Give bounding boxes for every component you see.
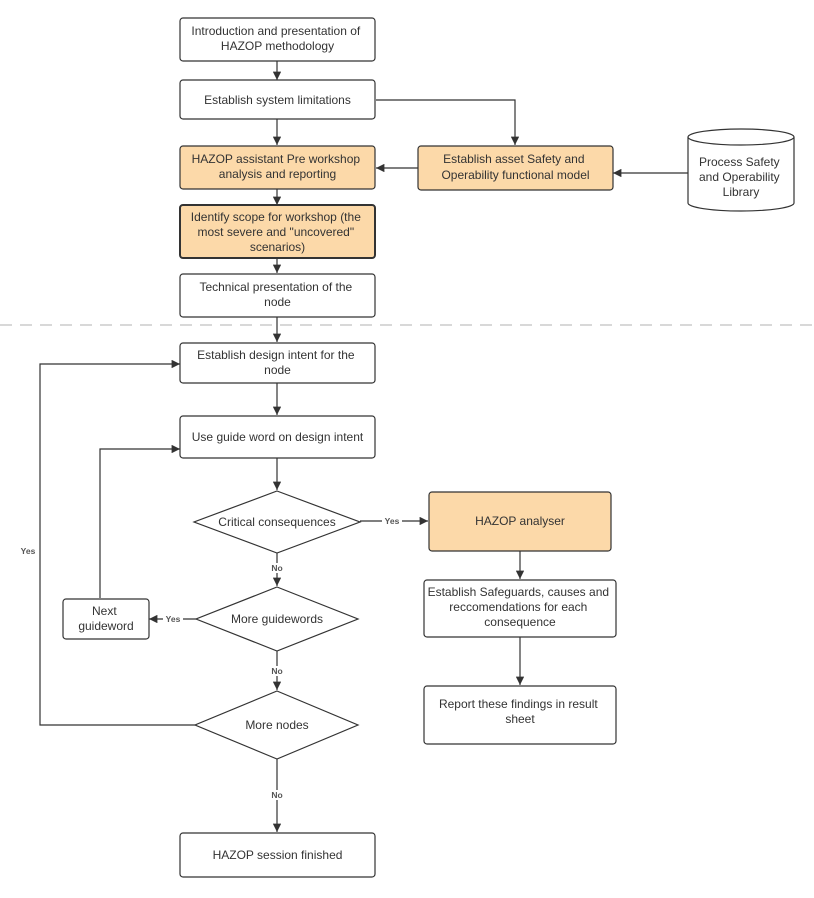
svg-text:More guidewords: More guidewords bbox=[231, 612, 323, 626]
svg-text:Process Safety and Opera: Process Safety and Operability Library bbox=[699, 155, 783, 199]
label-nodes-no: No bbox=[271, 790, 282, 800]
node-more-guidewords-decision: More guidewords bbox=[194, 586, 360, 652]
svg-text:Establish system limitations: Establish system limitations bbox=[204, 93, 351, 107]
node-library-line: Process Safety bbox=[699, 155, 780, 169]
node-intro-line: HAZOP methodology bbox=[221, 39, 334, 53]
svg-text:HAZOP session finished: HAZOP session finished bbox=[213, 848, 343, 862]
node-asset-model-line: Operability functional model bbox=[441, 168, 589, 182]
node-more-guidewords-line: More guidewords bbox=[231, 612, 323, 626]
label-guidewords-no: No bbox=[271, 666, 282, 676]
node-report-line: sheet bbox=[505, 712, 535, 726]
node-safeguards-line: Establish Safeguards, causes and bbox=[428, 585, 609, 599]
node-assistant-line: HAZOP assistant Pre workshop bbox=[192, 152, 361, 166]
node-scope-line: Identify scope for workshop (the bbox=[191, 210, 361, 224]
edge-next-guideword-to-guide-word bbox=[99, 444, 180, 598]
node-finished-line: HAZOP session finished bbox=[213, 848, 343, 862]
node-library-line: and Operability bbox=[699, 170, 780, 184]
svg-text:Report these findings in resul: Report these findings in result sheet bbox=[439, 697, 601, 726]
node-finished: HAZOP session finished bbox=[179, 832, 376, 878]
node-safeguards-line: reccomendations for each bbox=[449, 600, 587, 614]
node-safeguards: Establish Safeguards, causes and reccome… bbox=[423, 579, 617, 638]
node-analyser-line: HAZOP analyser bbox=[475, 514, 565, 528]
node-critical-decision: Critical consequences bbox=[192, 490, 362, 554]
node-more-nodes-decision: More nodes bbox=[193, 690, 360, 760]
node-next-guideword: Next guideword bbox=[62, 598, 150, 640]
node-design-intent-line: Establish design intent for the bbox=[197, 348, 355, 362]
label-critical-no: No bbox=[271, 563, 282, 573]
node-critical-line: Critical consequences bbox=[218, 515, 335, 529]
node-next-guideword-line: Next bbox=[92, 604, 117, 618]
node-scope-line: most severe and "uncovered" bbox=[198, 225, 355, 239]
node-next-guideword-line: guideword bbox=[78, 619, 133, 633]
svg-text:Introduction and presentation: Introduction and presentation of HAZOP m… bbox=[191, 24, 363, 53]
node-scope-line: scenarios) bbox=[250, 240, 305, 254]
svg-text:Next guideword: Next guideword bbox=[78, 604, 133, 633]
svg-text:Establish design intent for th: Establish design intent for the node bbox=[197, 348, 358, 377]
svg-text:Use guide word on design inten: Use guide word on design intent bbox=[192, 430, 364, 444]
node-guide-word-line: Use guide word on design intent bbox=[192, 430, 364, 444]
node-analyser: HAZOP analyser bbox=[428, 491, 612, 552]
svg-text:Establish Safeguards, causes a: Establish Safeguards, causes and reccome… bbox=[428, 585, 613, 629]
edge-labels: Yes No Yes No Yes No bbox=[21, 516, 402, 800]
edge-limitations-to-asset-model bbox=[376, 99, 520, 145]
node-library: Process Safety and Operability Library bbox=[687, 128, 795, 212]
node-report-line: Report these findings in result bbox=[439, 697, 598, 711]
label-guidewords-yes: Yes bbox=[166, 614, 181, 624]
node-tech-presentation-line: node bbox=[264, 295, 291, 309]
node-tech-presentation: Technical presentation of the node bbox=[179, 273, 376, 318]
node-tech-presentation-line: Technical presentation of the bbox=[199, 280, 352, 294]
node-limitations-line: Establish system limitations bbox=[204, 93, 351, 107]
node-safeguards-line: consequence bbox=[484, 615, 556, 629]
svg-text:Identify scope for workshop (t: Identify scope for workshop (the most se… bbox=[191, 210, 364, 254]
node-more-nodes-line: More nodes bbox=[245, 718, 308, 732]
node-limitations: Establish system limitations bbox=[179, 79, 376, 120]
node-scope: Identify scope for workshop (the most se… bbox=[179, 204, 376, 259]
node-intro: Introduction and presentation of HAZOP m… bbox=[179, 17, 376, 62]
node-design-intent-line: node bbox=[264, 363, 291, 377]
svg-text:Technical presentation of the: Technical presentation of the node bbox=[199, 280, 355, 309]
svg-text:HAZOP analyser: HAZOP analyser bbox=[475, 514, 565, 528]
svg-text:Critical consequences: Critical consequences bbox=[218, 515, 335, 529]
node-report: Report these findings in result sheet bbox=[423, 685, 617, 745]
node-asset-model: Establish asset Safety and Operability f… bbox=[417, 145, 614, 191]
node-asset-model-line: Establish asset Safety and bbox=[443, 152, 584, 166]
svg-text:HAZOP assistant Pre workshop: HAZOP assistant Pre workshop analysis an… bbox=[192, 152, 364, 181]
label-nodes-yes: Yes bbox=[21, 546, 36, 556]
svg-text:Establish asset Safety and: Establish asset Safety and Operability f… bbox=[441, 152, 589, 182]
svg-text:More nodes: More nodes bbox=[245, 718, 308, 732]
node-assistant-line: analysis and reporting bbox=[219, 167, 336, 181]
node-library-line: Library bbox=[723, 185, 760, 199]
node-assistant: HAZOP assistant Pre workshop analysis an… bbox=[179, 145, 376, 190]
label-critical-yes: Yes bbox=[385, 516, 400, 526]
node-intro-line: Introduction and presentation of bbox=[191, 24, 360, 38]
node-guide-word: Use guide word on design intent bbox=[179, 415, 376, 459]
edge-more-nodes-yes-to-design-intent bbox=[39, 359, 195, 726]
node-design-intent: Establish design intent for the node bbox=[179, 342, 376, 384]
